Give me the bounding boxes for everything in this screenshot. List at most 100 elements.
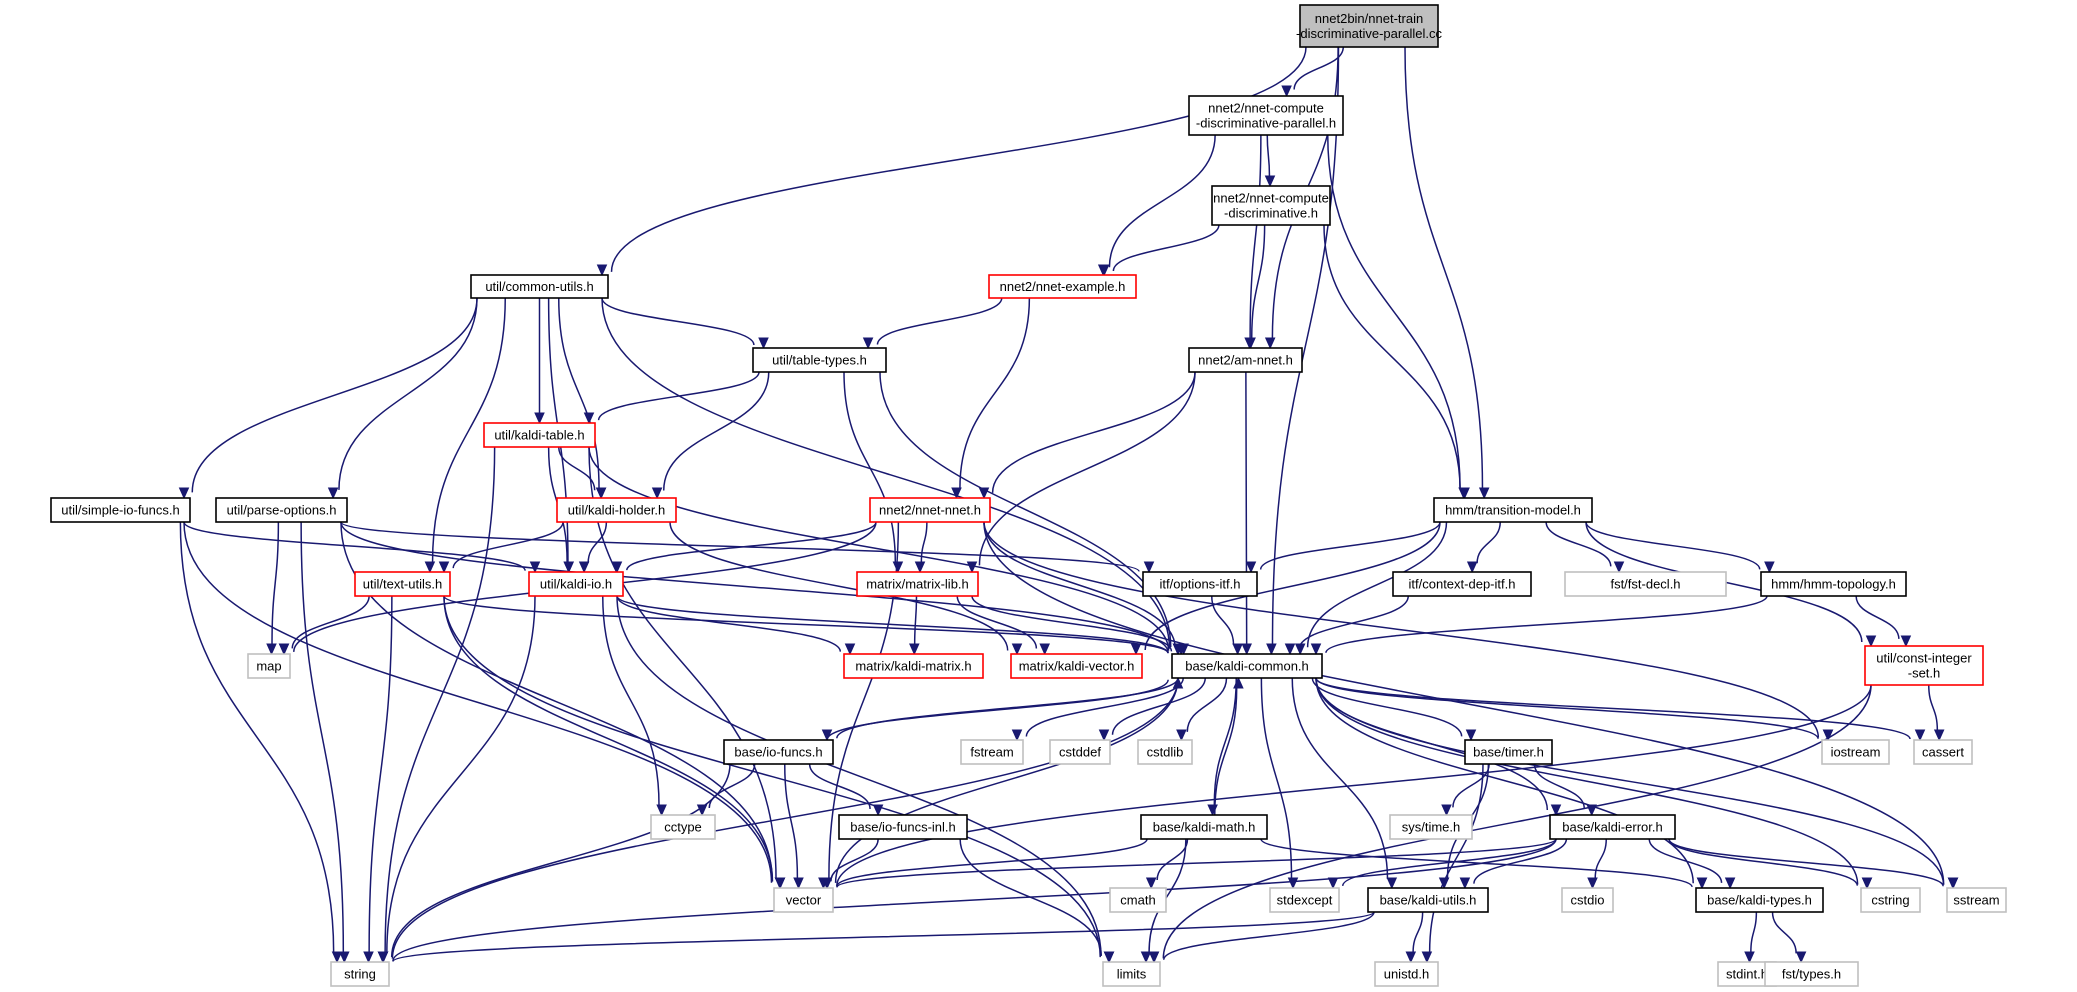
node-box (1860, 887, 1921, 913)
edge-kio-to-kmat (616, 595, 856, 656)
node-box (1864, 645, 1984, 686)
node-kutils[interactable]: base/kaldi-utils.h (1367, 887, 1489, 913)
node-iof[interactable]: base/io-funcs.h (723, 739, 834, 765)
node-kmath[interactable]: base/kaldi-math.h (1140, 814, 1268, 840)
node-label: cstddef (1059, 745, 1101, 760)
edge-cditf-to-kcommon (1284, 595, 1409, 656)
node-cditf[interactable]: itf/context-dep-itf.h (1392, 571, 1532, 597)
edge-kholder-to-kvec (669, 521, 1023, 656)
node-label: string (344, 967, 376, 982)
node-vector: vector (773, 887, 834, 913)
node-common[interactable]: util/common-utils.h (470, 274, 609, 299)
node-box (247, 653, 291, 679)
edge-kcommon-to-cassert (1315, 677, 1926, 742)
node-sio[interactable]: util/simple-io-funcs.h (50, 497, 191, 523)
node-cstdio: cstdio (1561, 887, 1614, 913)
edge-ncd-to-tm (1323, 224, 1470, 500)
node-nnet[interactable]: nnet2/nnet-nnet.h (869, 497, 991, 523)
node-iofinl[interactable]: base/io-funcs-inl.h (838, 814, 968, 840)
node-box (838, 814, 968, 840)
node-label: -discriminative-parallel.h (1196, 116, 1336, 131)
node-ktable[interactable]: util/kaldi-table.h (483, 422, 596, 448)
node-fstream: fstream (960, 739, 1024, 765)
node-cstddef: cstddef (1049, 739, 1111, 765)
node-ktypes[interactable]: base/kaldi-types.h (1695, 887, 1824, 913)
edge-common-to-ktable (534, 298, 545, 425)
node-kio[interactable]: util/kaldi-io.h (528, 571, 624, 597)
edge-timer-to-unistd (1421, 763, 1484, 964)
node-box (1764, 961, 1859, 987)
node-popt[interactable]: util/parse-options.h (215, 497, 348, 523)
edge-cis-to-cassert (1928, 684, 1945, 742)
node-box (354, 571, 451, 597)
edge-kholder-to-kio (578, 521, 608, 574)
node-label: unistd.h (1384, 967, 1430, 982)
node-label: util/kaldi-holder.h (568, 503, 666, 518)
edge-kerror-to-sstream (1668, 838, 1959, 890)
node-label: fst/types.h (1782, 967, 1841, 982)
edge-kcommon-to-iostream (1315, 677, 1834, 742)
node-root[interactable]: nnet2bin/nnet-train-discriminative-paral… (1296, 4, 1442, 48)
node-label: itf/context-dep-itf.h (1409, 577, 1516, 592)
node-mlib[interactable]: matrix/matrix-lib.h (856, 571, 979, 597)
edge-kcommon-to-kmath (1207, 677, 1237, 817)
node-label: limits (1117, 967, 1147, 982)
edge-ttypes-to-kholder (651, 371, 770, 500)
edge-tu-to-vector (443, 595, 786, 890)
node-hmmtop[interactable]: hmm/hmm-topology.h (1760, 571, 1907, 597)
node-box (1299, 4, 1439, 48)
node-kcommon[interactable]: base/kaldi-common.h (1171, 653, 1323, 679)
edge-common-to-popt (327, 297, 478, 500)
node-box (1188, 347, 1303, 373)
edge-common-to-ttypes (601, 297, 769, 350)
node-box (1171, 653, 1323, 679)
node-label: stdexcept (1277, 893, 1333, 908)
edge-kcommon-to-cstdlib (1176, 677, 1228, 742)
edge-ncd-to-nex (1098, 224, 1220, 277)
edge-kutils-to-unistd (1405, 911, 1424, 964)
node-label: fst/fst-decl.h (1610, 577, 1680, 592)
edge-ttypes-to-ktable (583, 371, 760, 425)
edge-kutils-to-limits (1148, 911, 1375, 964)
node-kvec[interactable]: matrix/kaldi-vector.h (1010, 653, 1143, 679)
node-ncd[interactable]: nnet2/nnet-compute-discriminative.h (1211, 185, 1331, 226)
node-oitf[interactable]: itf/options-itf.h (1142, 571, 1258, 597)
node-box (1049, 739, 1111, 765)
node-cstring: cstring (1860, 887, 1921, 913)
node-cis[interactable]: util/const-integer-set.h (1864, 645, 1984, 686)
node-box (1211, 185, 1331, 226)
edge-kerror-to-vector (821, 838, 1557, 890)
edge-amnnet-to-kcommon (1241, 371, 1252, 656)
edge-kerror-to-cstring (1668, 838, 1873, 890)
node-box (1374, 961, 1439, 987)
node-kerror[interactable]: base/kaldi-error.h (1549, 814, 1676, 840)
edge-tm-to-cditf (1466, 521, 1501, 574)
node-box (1392, 571, 1532, 597)
node-timer[interactable]: base/timer.h (1464, 739, 1553, 765)
edge-ktypes-to-stdint (1744, 911, 1758, 964)
node-label: base/io-funcs.h (734, 745, 822, 760)
edge-common-to-tu (424, 297, 506, 574)
node-box (856, 571, 979, 597)
node-ttypes[interactable]: util/table-types.h (752, 347, 887, 373)
node-kholder[interactable]: util/kaldi-holder.h (556, 497, 677, 523)
edge-sio-to-string (179, 521, 343, 964)
edge-kmath-to-cmath (1145, 838, 1189, 890)
node-label: util/table-types.h (772, 353, 867, 368)
node-tm[interactable]: hmm/transition-model.h (1433, 497, 1593, 523)
node-label: hmm/transition-model.h (1445, 503, 1581, 518)
node-amnnet[interactable]: nnet2/am-nnet.h (1188, 347, 1303, 373)
node-box (330, 961, 390, 987)
node-nex[interactable]: nnet2/nnet-example.h (988, 274, 1137, 299)
edge-kmath-to-limits (1140, 838, 1187, 964)
node-box (843, 653, 984, 679)
node-label: base/timer.h (1473, 745, 1544, 760)
node-fsttypes: fst/types.h (1764, 961, 1859, 987)
node-ncdp[interactable]: nnet2/nnet-compute-discriminative-parall… (1188, 95, 1344, 136)
edge-root-to-ncdp (1281, 46, 1344, 98)
node-kmat[interactable]: matrix/kaldi-matrix.h (843, 653, 984, 679)
edge-kio-to-limits (616, 595, 1115, 964)
node-box (773, 887, 834, 913)
node-tu[interactable]: util/text-utils.h (354, 571, 451, 597)
node-label: nnet2/nnet-compute (1208, 101, 1324, 116)
